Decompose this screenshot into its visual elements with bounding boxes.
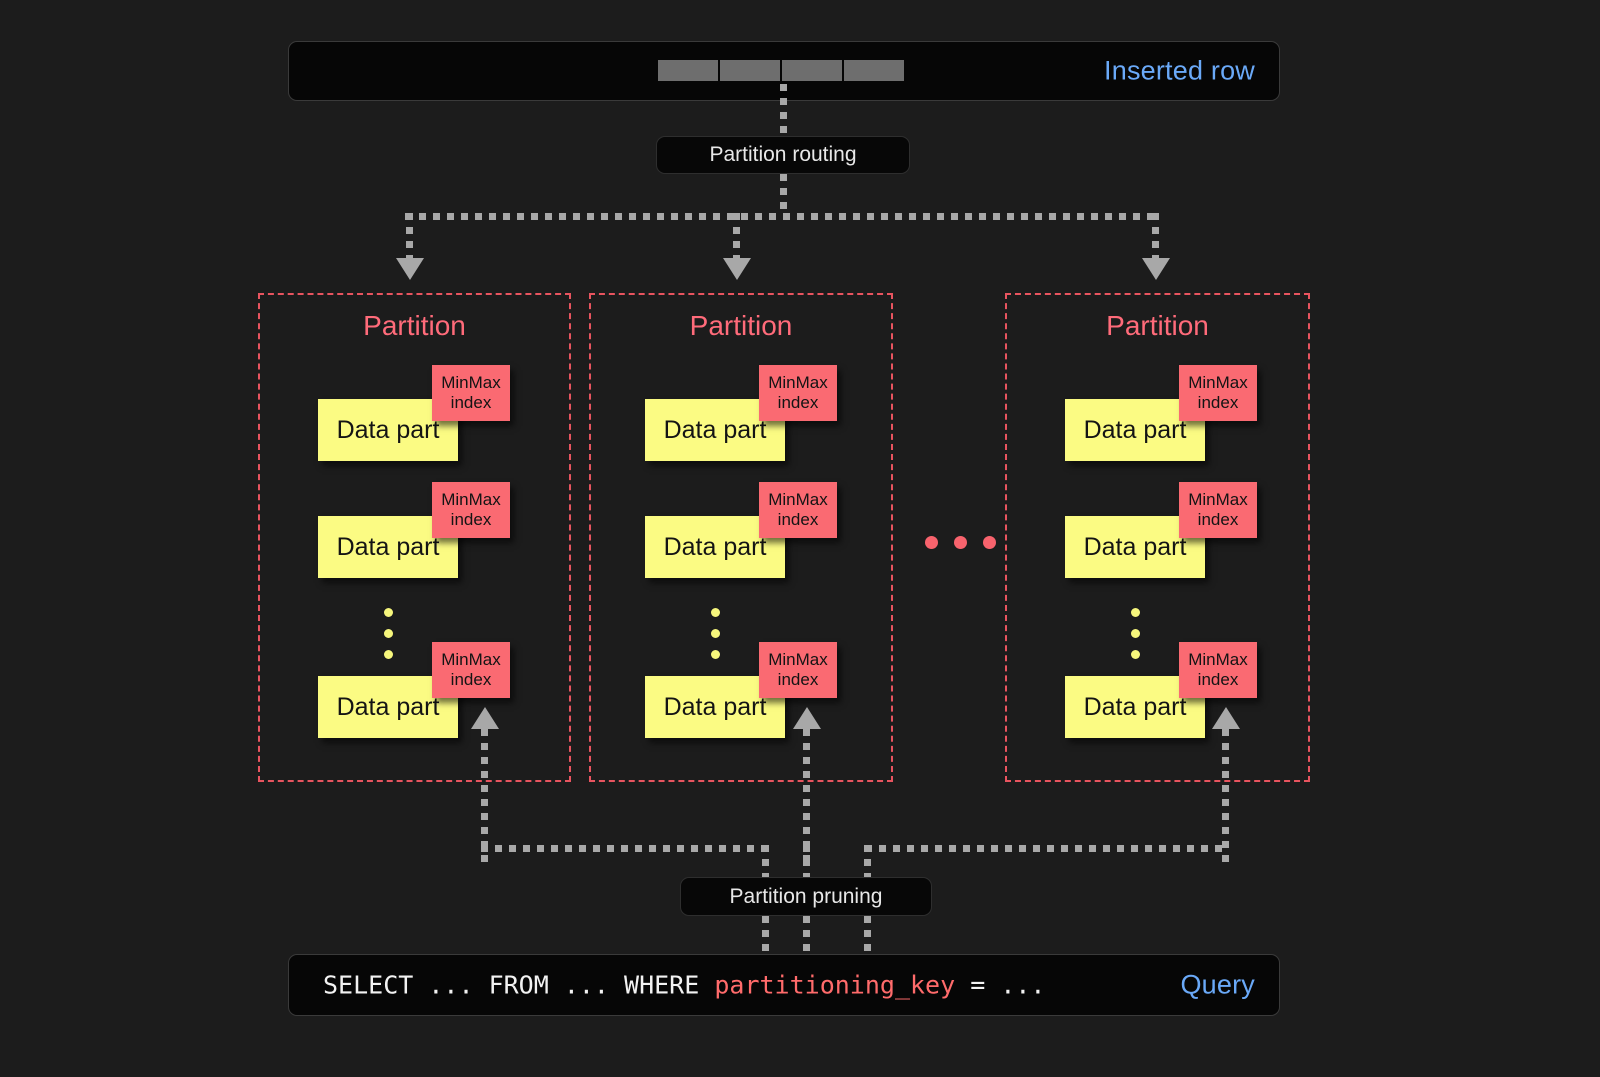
connector-routing-bus — [405, 213, 1161, 220]
row-cell — [658, 60, 718, 81]
ellipsis-dot — [384, 608, 393, 617]
ellipsis-dot — [1131, 608, 1140, 617]
minmax-line2: index — [777, 510, 819, 529]
ellipsis-dot — [925, 536, 938, 549]
data-part-1-3: Data part — [318, 676, 458, 738]
ellipsis-dot — [384, 650, 393, 659]
minmax-line2: index — [450, 670, 492, 689]
data-part-2-1: Data part — [645, 399, 785, 461]
minmax-line2: index — [1197, 670, 1239, 689]
connector-routing-to-bus — [780, 174, 787, 216]
connector-bus-to-partition-1 — [406, 213, 413, 262]
minmax-line1: MinMax — [1188, 372, 1248, 392]
minmax-line1: MinMax — [768, 489, 828, 509]
inserted-row-cells — [658, 60, 904, 81]
sql-prefix: SELECT ... FROM ... WHERE — [323, 970, 715, 1000]
minmax-line2: index — [777, 393, 819, 412]
sql-suffix: = ... — [955, 970, 1046, 1000]
arrowhead-up-partition-2 — [793, 707, 821, 729]
minmax-line2: index — [450, 393, 492, 412]
connector-bus-to-partition-2 — [733, 213, 740, 262]
minmax-index-3-1: MinMax index — [1179, 365, 1257, 421]
query-bar: SELECT ... FROM ... WHERE partitioning_k… — [288, 954, 1280, 1016]
connector-pruning-to-query-center — [803, 916, 810, 956]
partitions-ellipsis — [925, 536, 996, 549]
minmax-line1: MinMax — [1188, 489, 1248, 509]
inserted-row-label: Inserted row — [1104, 55, 1255, 86]
connector-pruning-to-partition-3 — [1222, 729, 1229, 865]
minmax-line2: index — [1197, 510, 1239, 529]
ellipsis-dot — [711, 629, 720, 638]
minmax-index-2-1: MinMax index — [759, 365, 837, 421]
ellipsis-dot — [711, 608, 720, 617]
minmax-line1: MinMax — [441, 489, 501, 509]
minmax-line1: MinMax — [1188, 649, 1248, 669]
minmax-line1: MinMax — [441, 649, 501, 669]
minmax-line2: index — [1197, 393, 1239, 412]
ellipsis-dot — [954, 536, 967, 549]
connector-bus-to-partition-3 — [1152, 213, 1159, 262]
minmax-line1: MinMax — [768, 649, 828, 669]
connector-row-to-routing — [780, 84, 787, 138]
minmax-index-3-2: MinMax index — [1179, 482, 1257, 538]
connector-pruning-to-partition-2 — [803, 729, 810, 865]
ellipsis-dot — [711, 650, 720, 659]
partition-routing-box: Partition routing — [656, 136, 910, 174]
connector-pruning-to-partition-1 — [481, 729, 488, 865]
arrowhead-down-partition-1 — [396, 258, 424, 280]
connector-bus-to-pruning-left — [762, 845, 769, 880]
partition-box-3: Partition MinMax index Data part MinMax … — [1005, 293, 1310, 782]
minmax-index-2-3: MinMax index — [759, 642, 837, 698]
row-cell — [844, 60, 904, 81]
partition-pruning-label: Partition pruning — [729, 884, 883, 908]
minmax-index-1-2: MinMax index — [432, 482, 510, 538]
ellipsis-dot — [1131, 650, 1140, 659]
partition-box-1: Partition MinMax index Data part MinMax … — [258, 293, 571, 782]
arrowhead-down-partition-2 — [723, 258, 751, 280]
partition-box-2: Partition MinMax index Data part MinMax … — [589, 293, 893, 782]
connector-pruning-to-query-left — [762, 916, 769, 956]
partition-title-2: Partition — [689, 310, 793, 341]
sql-partitioning-key: partitioning_key — [714, 970, 956, 1000]
partition-routing-label: Partition routing — [709, 143, 857, 166]
partition-pruning-box: Partition pruning — [680, 877, 932, 916]
partition-title-1: Partition — [363, 310, 466, 341]
row-cell — [720, 60, 780, 81]
minmax-index-3-3: MinMax index — [1179, 642, 1257, 698]
parts-ellipsis-1 — [384, 608, 393, 659]
data-part-1-2: Data part — [318, 516, 458, 578]
query-label: Query — [1180, 969, 1255, 1000]
minmax-line2: index — [450, 510, 492, 529]
parts-ellipsis-3 — [1131, 608, 1140, 659]
minmax-line1: MinMax — [768, 372, 828, 392]
ellipsis-dot — [1131, 629, 1140, 638]
parts-ellipsis-2 — [711, 608, 720, 659]
ellipsis-dot — [384, 629, 393, 638]
connector-bus-to-pruning-right — [864, 845, 871, 880]
minmax-index-1-3: MinMax index — [432, 642, 510, 698]
connector-bus-to-pruning-center — [803, 845, 810, 880]
arrowhead-down-partition-3 — [1142, 258, 1170, 280]
minmax-line2: index — [777, 670, 819, 689]
data-part-2-3: Data part — [645, 676, 785, 738]
arrowhead-up-partition-3 — [1212, 707, 1240, 729]
row-cell — [782, 60, 842, 81]
minmax-line1: MinMax — [441, 372, 501, 392]
arrowhead-up-partition-1 — [471, 707, 499, 729]
partition-title-3: Partition — [1106, 310, 1209, 341]
connector-pruning-bus-left — [481, 845, 765, 852]
ellipsis-dot — [983, 536, 996, 549]
connector-pruning-bus-right — [865, 845, 1229, 852]
minmax-index-1-1: MinMax index — [432, 365, 510, 421]
minmax-index-2-2: MinMax index — [759, 482, 837, 538]
connector-pruning-to-query-right — [864, 916, 871, 956]
query-sql-text: SELECT ... FROM ... WHERE partitioning_k… — [323, 971, 1045, 1000]
